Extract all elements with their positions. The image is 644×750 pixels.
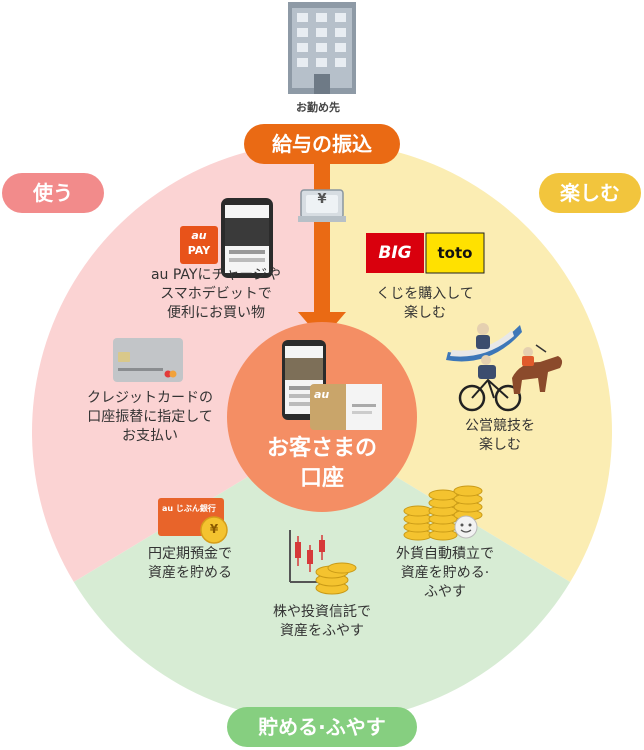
save-category-pill: 貯める·ふやす: [227, 707, 417, 747]
salary-transfer-pill: 給与の振込: [244, 124, 400, 164]
credit-label-line2: 口座振替に指定して: [87, 409, 213, 425]
deposit-label-line1: 円定期預金で: [148, 546, 232, 562]
yen-coin-glyph: ¥: [209, 522, 219, 536]
boat-race-icon: [446, 323, 522, 362]
fx-label-line3: ふやす: [424, 584, 466, 600]
invest-label-line2: 資産をふやす: [280, 623, 364, 639]
fx-label-line2: 資産を貯める·: [400, 565, 490, 581]
invest-label-line1: 株や投資信託で: [273, 604, 371, 620]
money-bill-icon: [298, 189, 346, 222]
credit-label-line3: お支払い: [122, 428, 178, 444]
aupay-phone-icon: [221, 198, 273, 278]
big-logo-text: BIG: [378, 243, 412, 263]
fx-label-line1: 外貨自動積立で: [396, 546, 494, 562]
use-category-pill: 使う: [2, 173, 104, 213]
coin-stacks-icon: [403, 485, 483, 541]
lottery-label-line1: くじを購入して: [376, 286, 474, 302]
credit-card-icon: [113, 338, 183, 382]
bank-card-brand: au: [314, 388, 330, 401]
credit-label-line1: クレジットカードの: [87, 390, 213, 406]
big-lottery-logo: [366, 233, 424, 273]
horse-race-icon: [512, 344, 563, 394]
bank-card-icon: [310, 384, 382, 430]
transfer-arrow-shaft: [314, 160, 330, 315]
lottery-label-line2: 楽しむ: [404, 305, 446, 321]
account-title-line2: 口座: [299, 466, 344, 491]
bicycle-race-icon: [458, 355, 522, 412]
smiley-face-icon: [454, 515, 478, 539]
toto-lottery-logo: [425, 232, 485, 274]
deposit-label-line2: 資産を貯める: [148, 565, 232, 581]
office-building-icon: [288, 2, 356, 94]
aupay-label-line3: 便利にお買い物: [167, 305, 265, 321]
yen-bill-glyph: ¥: [317, 192, 327, 207]
aupay-logo-bottom: PAY: [187, 244, 211, 257]
aupay-logo-top: au: [191, 229, 207, 242]
coin-stack-small-icon: [315, 562, 357, 595]
enjoy-category-pill: 楽しむ: [539, 173, 641, 213]
toto-logo-text: toto: [437, 244, 473, 262]
race-label-line1: 公営競技を: [465, 418, 535, 434]
aupay-label-line2: スマホデビットで: [160, 286, 272, 302]
aupay-label-line1: au PAYにチャージや: [150, 267, 282, 283]
race-label-line2: 楽しむ: [479, 437, 521, 453]
passbook-icon: [158, 498, 228, 544]
account-title-line1: お客さまの: [266, 436, 377, 461]
office-label: お勤め先: [296, 101, 340, 114]
au-pay-logo: [180, 226, 218, 264]
passbook-label: au じぶん銀行: [162, 504, 216, 513]
